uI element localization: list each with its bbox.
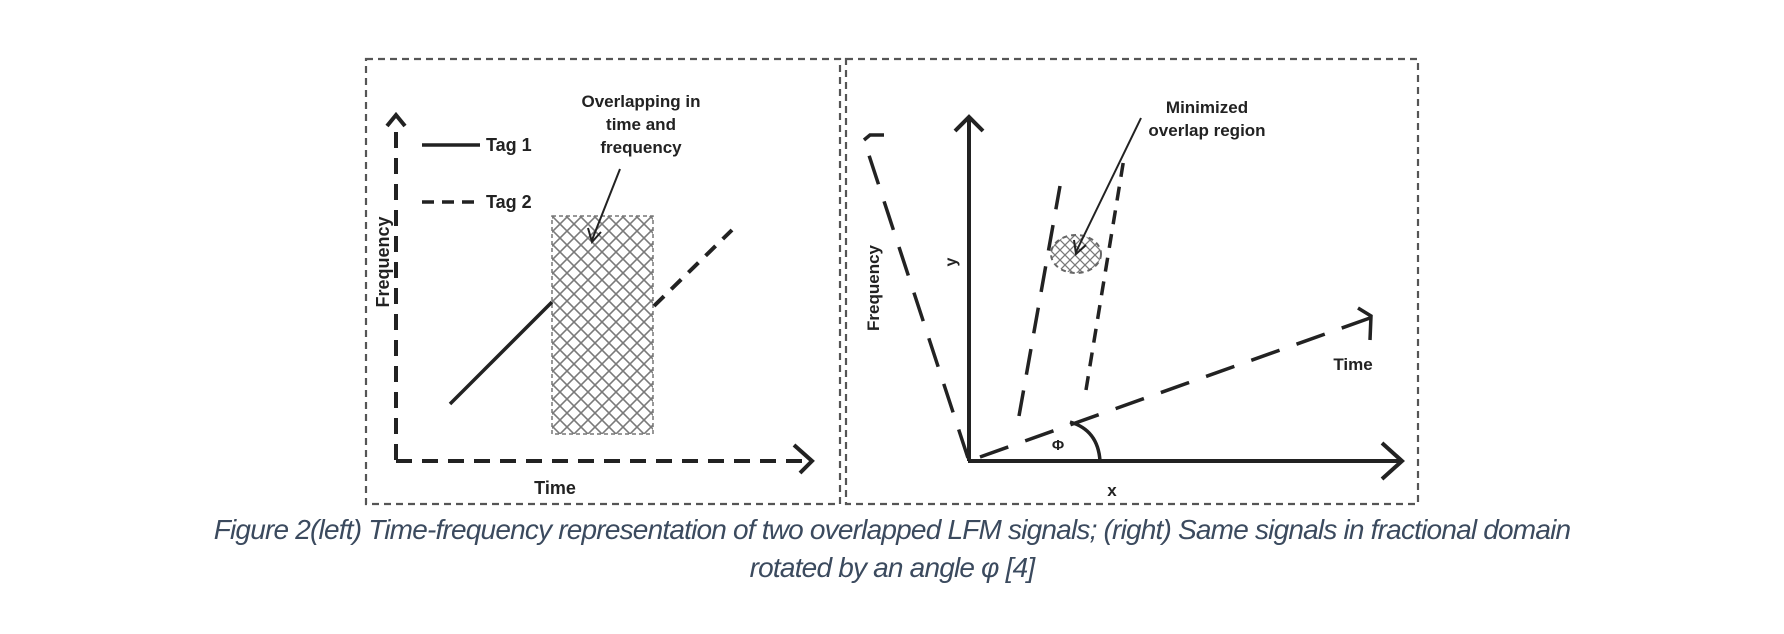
left-frequency-label: Frequency [373,216,393,307]
time-axis-arrowhead [792,443,815,475]
overlap-annotation-line3: frequency [600,138,682,157]
x-axis-label: x [1107,481,1117,500]
y-axis-arrowhead [953,114,985,133]
legend-tag2-label: Tag 2 [486,192,532,212]
minimized-annotation-arrow [1075,117,1142,253]
right-panel: Φ Minimized overlap region Frequency y T… [844,57,1420,506]
overlap-annotation-arrowhead [587,227,602,245]
angle-arc [1069,420,1102,462]
tag2-signal-line [652,228,734,308]
figure-caption-line1: Figure 2(left) Time-frequency representa… [213,514,1571,545]
right-panel-frame [844,57,1420,506]
rotated-time-axis [979,316,1371,459]
minimized-annotation-arrowhead [1073,239,1087,256]
x-axis-arrowhead [1380,441,1405,481]
rotated-frequency-axis [862,139,970,459]
left-panel: Tag 1 Tag 2 Overlapping in time and freq… [364,57,842,506]
frequency-axis-arrowhead [385,111,407,128]
rotated-signal1-line [1017,185,1062,417]
left-time-label: Time [534,478,576,498]
figure-caption-line2: rotated by an angle φ [4] [749,552,1036,583]
tag1-signal-line [448,300,554,406]
rotated-signal2-line [1084,157,1126,391]
legend-tag1-label: Tag 1 [486,135,532,155]
angle-label: Φ [1052,437,1064,454]
minimized-annotation-line2: overlap region [1148,121,1265,140]
left-panel-frame [364,57,842,506]
overlap-region [551,215,654,435]
y-axis-label: y [943,257,960,266]
overlap-annotation-line2: time and [606,115,676,134]
rotated-frequency-label: Frequency [864,244,883,331]
rotated-frequency-arrowhead [862,133,884,142]
overlap-annotation-line1: Overlapping in [581,92,700,111]
minimized-annotation-line1: Minimized [1166,98,1248,117]
rotated-time-label: Time [1333,355,1372,374]
rotated-time-arrowhead [1357,306,1373,341]
overlap-annotation-arrow [591,168,621,241]
